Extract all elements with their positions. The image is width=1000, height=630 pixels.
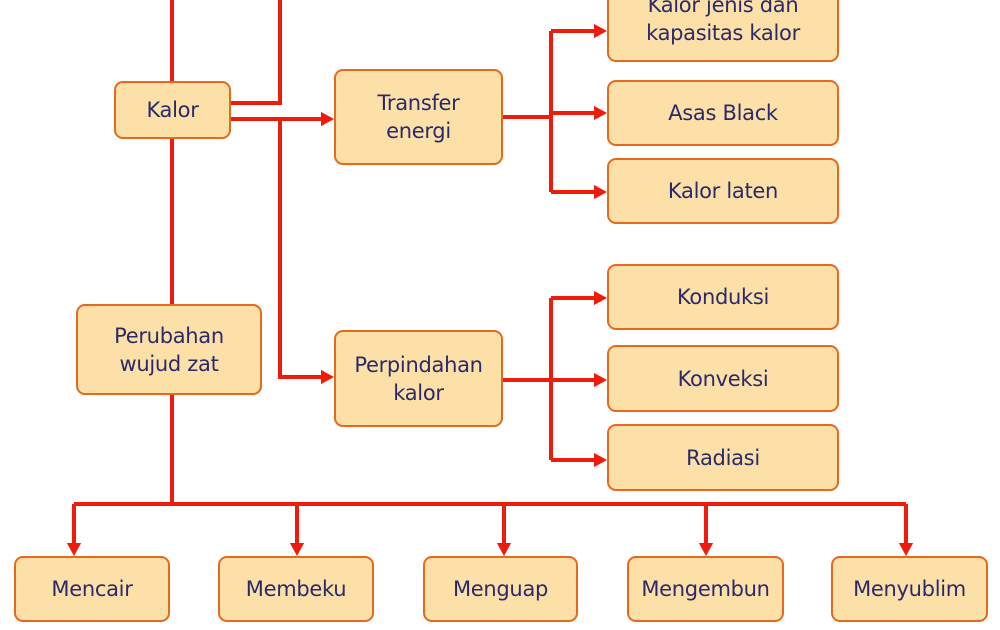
node-konduksi: Konduksi: [607, 264, 839, 330]
node-menguap: Menguap: [423, 556, 578, 622]
connector-kalor-top-right: [231, 0, 282, 105]
arrow-konveksi: [594, 372, 607, 388]
node-menyublim: Menyublim: [831, 556, 988, 622]
node-radiasi: Radiasi: [607, 424, 839, 491]
node-kalor: Kalor: [114, 81, 231, 139]
arrow-menyublim: [898, 543, 914, 556]
connector-kalor-perpindahan: [278, 119, 322, 379]
node-konveksi: Konveksi: [607, 345, 839, 412]
node-transfer-energi: Transfer energi: [334, 69, 503, 165]
arrow-asas-black: [594, 105, 607, 121]
node-mengembun: Mengembun: [627, 556, 784, 622]
arrow-membeku: [289, 543, 305, 556]
arrow-transfer-energi: [321, 111, 334, 127]
arrow-konduksi: [594, 290, 607, 306]
node-perubahan-wujud-zat: Perubahan wujud zat: [76, 304, 262, 395]
arrow-menguap: [496, 543, 512, 556]
node-asas-black: Asas Black: [607, 80, 839, 146]
node-kalor-laten: Kalor laten: [607, 158, 839, 224]
arrow-radiasi: [594, 452, 607, 468]
arrow-kalor-laten: [594, 184, 607, 200]
arrow-mengembun: [698, 543, 714, 556]
arrow-mencair: [66, 543, 82, 556]
node-mencair: Mencair: [14, 556, 170, 622]
arrow-kalor-jenis: [594, 23, 607, 39]
node-membeku: Membeku: [218, 556, 374, 622]
node-kalor-jenis: Kalor jenis dan kapasitas kalor: [607, 0, 839, 62]
arrow-perpindahan-kalor: [321, 369, 334, 385]
node-perpindahan-kalor: Perpindahan kalor: [334, 330, 503, 427]
